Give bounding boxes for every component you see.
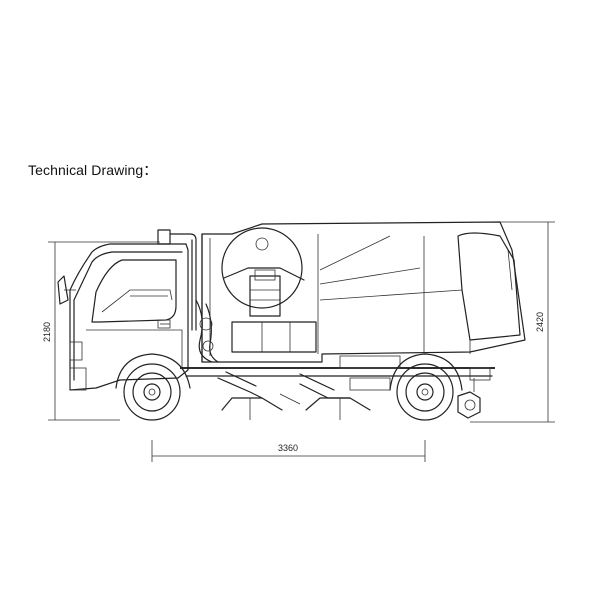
dimension-wheelbase: 3360 <box>278 443 298 453</box>
front-wheel <box>115 353 191 421</box>
dimension-height-left: 2180 <box>42 322 52 342</box>
side-brushes <box>217 371 371 411</box>
truck-cab <box>57 229 197 391</box>
rear-bumper <box>457 378 481 419</box>
dimension-height-right: 2420 <box>535 312 545 332</box>
chassis-frame <box>180 355 495 391</box>
sweeper-body <box>195 221 526 363</box>
rear-wheel <box>389 353 463 421</box>
page-heading: Technical Drawing： <box>28 162 158 178</box>
dimension-lines <box>48 221 555 462</box>
